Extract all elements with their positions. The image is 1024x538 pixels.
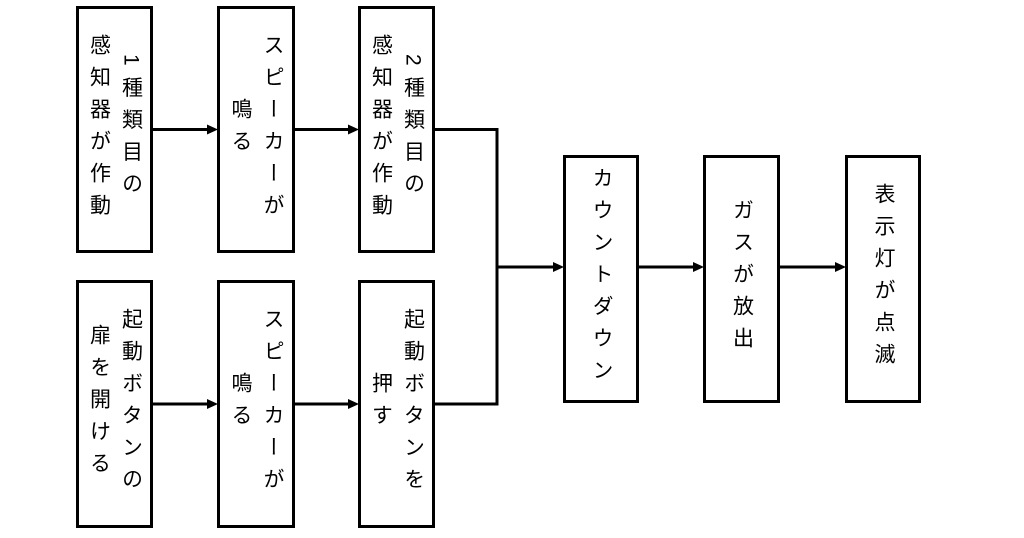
arrow-first-detector-to-speaker1 [153, 124, 218, 135]
flow-node-label: 起動ボタンの 扉を開ける [87, 308, 143, 500]
flow-node-indicator-lamp-blinks: 表示灯が点滅 [845, 155, 921, 403]
flow-node-speaker-sounds-1: スピーカーが 鳴る [217, 6, 295, 253]
flow-node-press-start-button: 起動ボタンを 押す [358, 280, 435, 528]
flow-node-label: 起動ボタンを 押す [369, 308, 425, 500]
flow-node-label: カウントダウン [590, 167, 613, 391]
flow-node-countdown: カウントダウン [563, 155, 639, 403]
arrow-door-to-speaker2 [153, 399, 218, 409]
flow-node-first-detector-activated: 1種類目の 感知器が作動 [76, 6, 153, 253]
flow-node-speaker-sounds-2: スピーカーが 鳴る [217, 280, 295, 528]
flow-node-second-detector-activated: 2種類目の 感知器が作動 [358, 6, 435, 253]
flow-node-gas-released: ガスが放出 [703, 155, 780, 403]
merge-bracket-line [435, 128, 499, 406]
flow-node-label: 2種類目の 感知器が作動 [369, 33, 425, 226]
arrow-merge-to-countdown [497, 262, 564, 272]
arrow-countdown-to-gas [639, 262, 704, 272]
arrow-speaker2-to-press-button [295, 399, 359, 409]
arrow-speaker1-to-second-detector [295, 124, 359, 135]
flow-node-label: 表示灯が点滅 [872, 183, 895, 375]
flow-node-label: スピーカーが 鳴る [229, 33, 284, 226]
flow-node-label: ガスが放出 [730, 199, 754, 359]
flow-node-open-start-button-door: 起動ボタンの 扉を開ける [76, 280, 153, 528]
flow-node-label: 1種類目の 感知器が作動 [87, 33, 143, 226]
arrow-gas-to-indicator [780, 262, 846, 272]
flow-node-label: スピーカーが 鳴る [229, 308, 284, 500]
